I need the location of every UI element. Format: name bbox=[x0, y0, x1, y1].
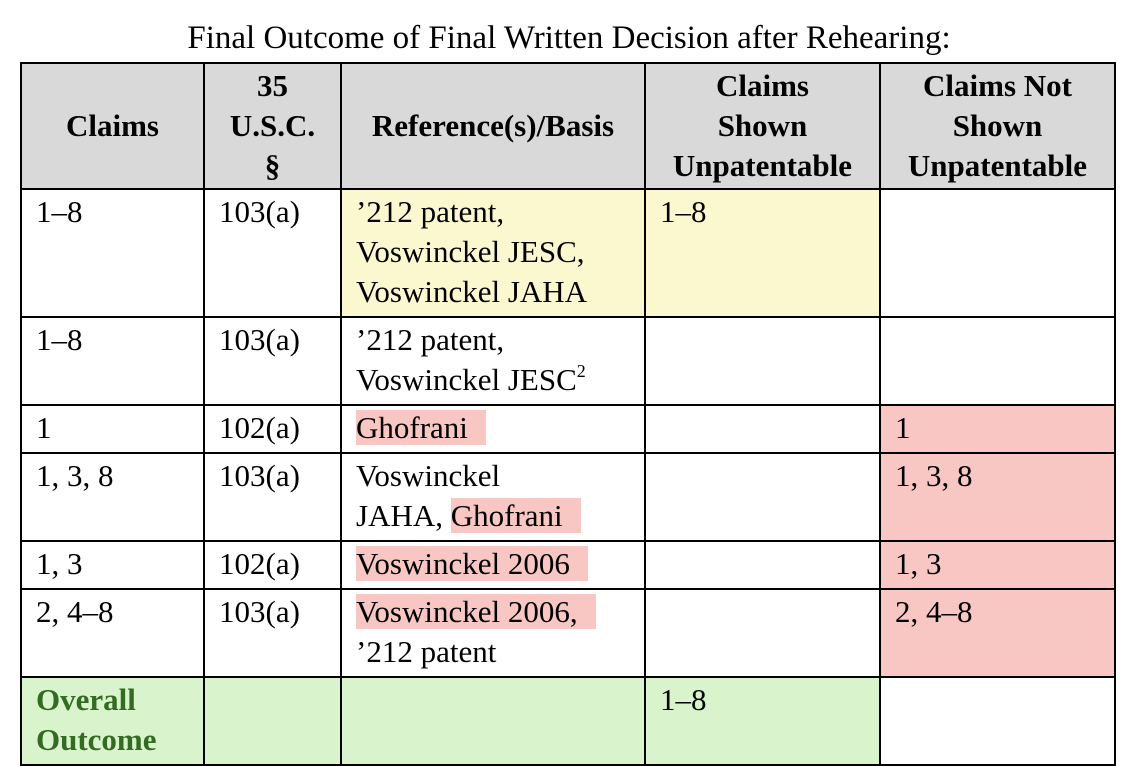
cell-claims-shown bbox=[644, 452, 881, 542]
cell-overall-usc bbox=[203, 676, 342, 766]
header-row: Claims 35 U.S.C. § Reference(s)/Basis Cl… bbox=[20, 62, 1116, 190]
header-claims-shown: Claims Shown Unpatentable bbox=[644, 62, 881, 190]
cell-references: Ghofrani bbox=[340, 404, 646, 454]
cell-usc: 103(a) bbox=[203, 316, 342, 406]
cell-claims-not-shown bbox=[879, 316, 1116, 406]
cell-claims: 1 bbox=[20, 404, 205, 454]
table-row: 1 102(a) Ghofrani 1 bbox=[20, 404, 1116, 454]
cell-usc: 103(a) bbox=[203, 452, 342, 542]
cell-overall-claims-shown: 1–8 bbox=[644, 676, 881, 766]
footnote-marker: 2 bbox=[576, 360, 586, 381]
table-title: Final Outcome of Final Written Decision … bbox=[187, 20, 951, 56]
cell-overall-claims-not-shown bbox=[879, 676, 1116, 766]
cell-usc: 103(a) bbox=[203, 588, 342, 678]
header-claims-not-shown: Claims Not Shown Unpatentable bbox=[879, 62, 1116, 190]
header-references: Reference(s)/Basis bbox=[340, 62, 646, 190]
cell-claims-not-shown bbox=[879, 188, 1116, 318]
header-claims: Claims bbox=[20, 62, 205, 190]
cell-claims: 1–8 bbox=[20, 188, 205, 318]
cell-claims: 1, 3 bbox=[20, 540, 205, 590]
cell-claims: 1–8 bbox=[20, 316, 205, 406]
cell-references: Voswinckel JAHA, Ghofrani bbox=[340, 452, 646, 542]
cell-usc: 102(a) bbox=[203, 540, 342, 590]
header-usc: 35 U.S.C. § bbox=[203, 62, 342, 190]
table-row: 2, 4–8 103(a) Voswinckel 2006, ’212 pate… bbox=[20, 588, 1116, 678]
cell-claims-not-shown: 1 bbox=[879, 404, 1116, 454]
cell-overall-label: Overall Outcome bbox=[20, 676, 205, 766]
cell-claims-not-shown: 1, 3, 8 bbox=[879, 452, 1116, 542]
cell-usc: 103(a) bbox=[203, 188, 342, 318]
cell-claims: 1, 3, 8 bbox=[20, 452, 205, 542]
overall-row: Overall Outcome 1–8 bbox=[20, 676, 1116, 766]
table-row: 1, 3, 8 103(a) Voswinckel JAHA, Ghofrani… bbox=[20, 452, 1116, 542]
cell-references: ’212 patent, Voswinckel JESC, Voswinckel… bbox=[340, 188, 646, 318]
cell-claims-shown bbox=[644, 316, 881, 406]
cell-usc: 102(a) bbox=[203, 404, 342, 454]
cell-references: Voswinckel 2006, ’212 patent bbox=[340, 588, 646, 678]
cell-claims-not-shown: 2, 4–8 bbox=[879, 588, 1116, 678]
cell-claims-shown bbox=[644, 404, 881, 454]
cell-overall-references bbox=[340, 676, 646, 766]
cell-claims: 2, 4–8 bbox=[20, 588, 205, 678]
cell-claims-shown: 1–8 bbox=[644, 188, 881, 318]
outcome-table: Claims 35 U.S.C. § Reference(s)/Basis Cl… bbox=[20, 62, 1116, 766]
cell-references: Voswinckel 2006 bbox=[340, 540, 646, 590]
table-row: 1, 3 102(a) Voswinckel 2006 1, 3 bbox=[20, 540, 1116, 590]
cell-claims-shown bbox=[644, 540, 881, 590]
table-row: 1–8 103(a) ’212 patent, Voswinckel JESC2 bbox=[20, 316, 1116, 406]
cell-claims-shown bbox=[644, 588, 881, 678]
cell-claims-not-shown: 1, 3 bbox=[879, 540, 1116, 590]
table-row: 1–8 103(a) ’212 patent, Voswinckel JESC,… bbox=[20, 188, 1116, 318]
cell-references: ’212 patent, Voswinckel JESC2 bbox=[340, 316, 646, 406]
